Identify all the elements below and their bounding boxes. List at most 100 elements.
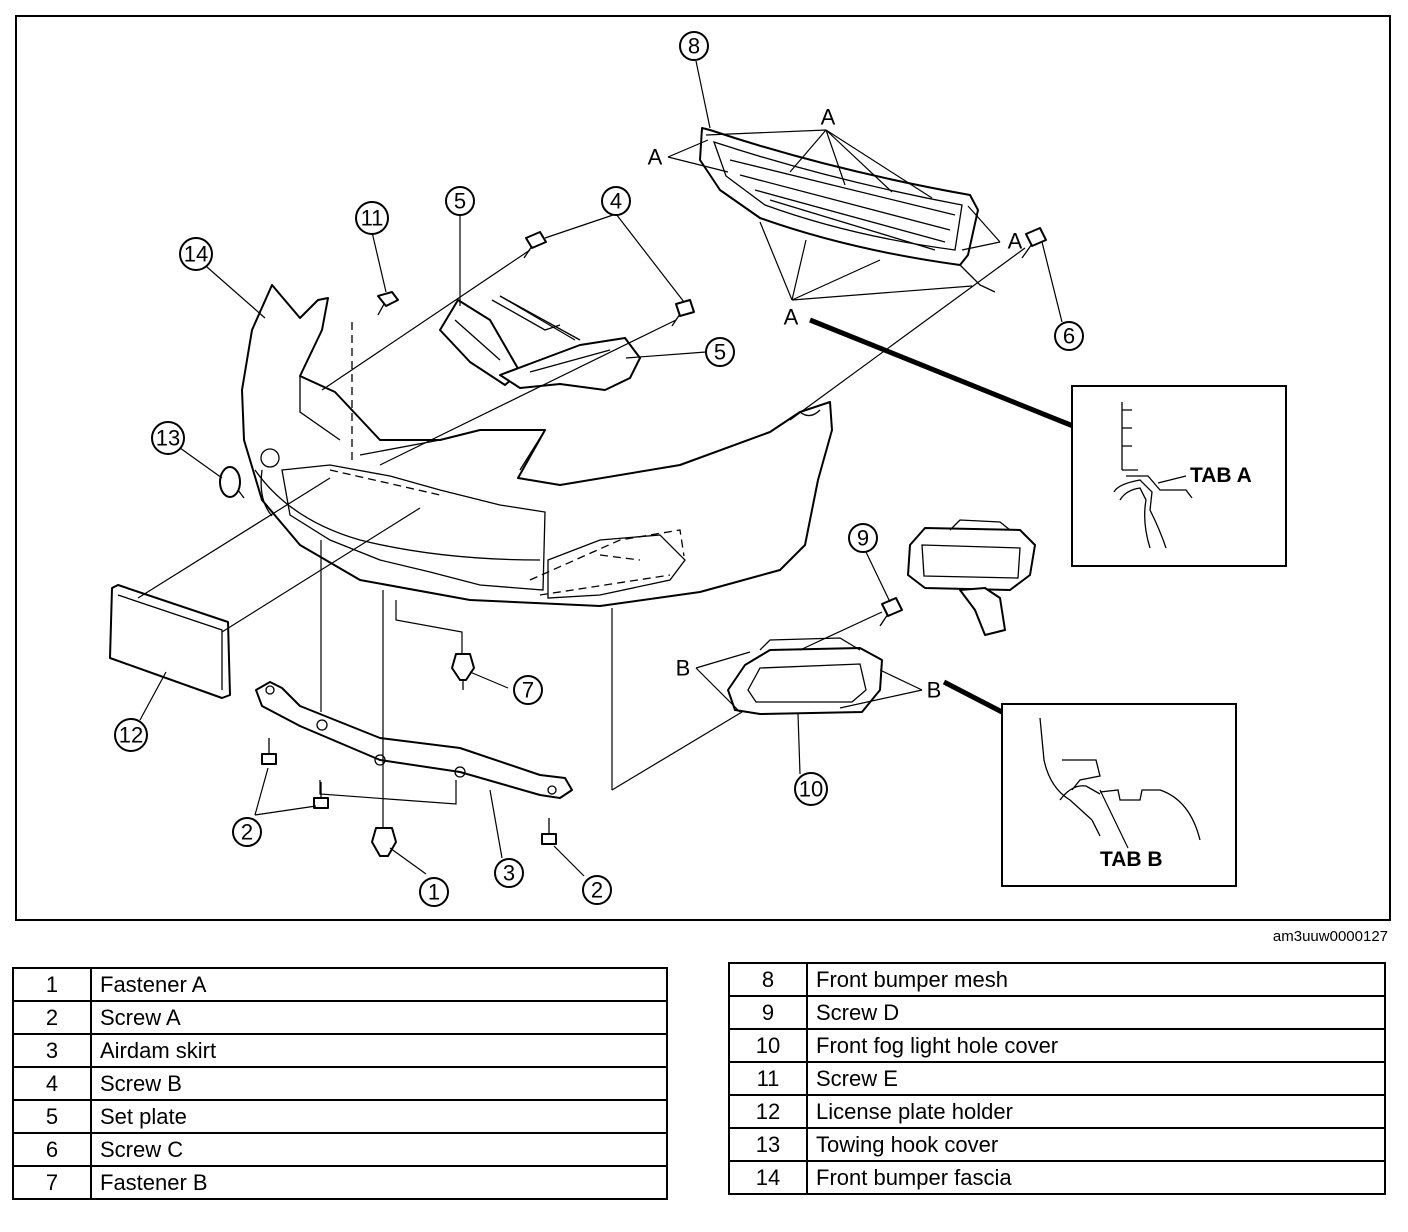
callout: 5 [705, 337, 735, 367]
letter-a-left: A [648, 145, 663, 170]
screw-b-right [671, 299, 695, 327]
callout: 4 [601, 186, 631, 216]
callout: 11 [355, 201, 389, 235]
front-bumper-mesh [699, 127, 996, 293]
part-name: Fastener A [90, 967, 668, 1002]
part-name: Front fog light hole cover [806, 1028, 1386, 1063]
part-name: Screw C [90, 1132, 668, 1167]
pointer-tab-a [809, 317, 1079, 431]
diagram-frame [15, 15, 1391, 921]
part-number: 8 [728, 962, 808, 997]
assembly-lines [137, 247, 1026, 828]
exploded-parts-diagram: TAB A TAB B A A A A B B 1 2 2 3 4 5 5 6 … [15, 15, 1391, 921]
callout: 10 [794, 772, 828, 806]
part-number: 12 [728, 1094, 808, 1129]
callout-number: 5 [714, 340, 726, 365]
callout-number: 9 [857, 526, 869, 551]
part-name: Screw A [90, 1000, 668, 1035]
towing-hook-cover [219, 466, 245, 499]
part-number: 11 [728, 1061, 808, 1096]
part-name: Towing hook cover [806, 1127, 1386, 1162]
letter-a-right: A [1008, 229, 1023, 254]
part-number: 13 [728, 1127, 808, 1162]
part-name: Fastener B [90, 1165, 668, 1200]
letter-b-left: B [676, 656, 691, 681]
part-number: 5 [12, 1099, 92, 1134]
detail-tab-a: TAB A [1071, 385, 1287, 567]
callout: 7 [513, 675, 543, 705]
fastener-b [451, 653, 475, 690]
front-fog-light-hole-cover [727, 637, 883, 715]
letter-b-right: B [927, 678, 942, 703]
airdam-skirt [255, 681, 573, 799]
callout: 8 [679, 31, 709, 61]
part-number: 2 [12, 1000, 92, 1035]
callout: 13 [151, 421, 185, 455]
callout: 9 [848, 523, 878, 553]
callout: 1 [419, 877, 449, 907]
screw-a-right [541, 818, 557, 845]
part-name: Set plate [90, 1099, 668, 1134]
callout: 14 [179, 237, 213, 271]
part-number: 7 [12, 1165, 92, 1200]
callout-number: 7 [522, 678, 534, 703]
front-bumper-fascia [241, 284, 833, 607]
license-plate-holder [109, 584, 231, 699]
callout: 5 [445, 186, 475, 216]
detail-tab-b: TAB B [1001, 703, 1237, 887]
part-name: Front bumper mesh [806, 962, 1386, 997]
callout: 6 [1054, 321, 1084, 351]
screw-d [879, 597, 903, 627]
part-name: Front bumper fascia [806, 1160, 1386, 1195]
pointer-tab-b [942, 679, 1004, 715]
part-number: 1 [12, 967, 92, 1002]
screw-a-left-1 [261, 738, 277, 765]
fog-light [907, 519, 1036, 636]
callout-number: 14 [184, 242, 208, 267]
letter-a-top: A [821, 105, 836, 130]
screw-b-upper [523, 231, 547, 259]
letter-leaders [667, 129, 1001, 713]
callout-number: 11 [361, 206, 384, 231]
callout: 3 [494, 858, 524, 888]
callout-number: 13 [156, 426, 180, 451]
callout-number: 4 [610, 189, 622, 214]
callout-number: 12 [119, 723, 143, 748]
letter-a-bottom: A [784, 305, 799, 330]
callout-number: 2 [591, 878, 603, 903]
part-number: 14 [728, 1160, 808, 1195]
set-plate [439, 295, 641, 391]
callout-number: 3 [503, 861, 515, 886]
screw-e [377, 291, 399, 316]
callout-number: 8 [688, 34, 700, 59]
screw-a-left-2 [313, 782, 329, 809]
fastener-a [371, 827, 397, 857]
part-number: 6 [12, 1132, 92, 1167]
part-number: 10 [728, 1028, 808, 1063]
callout: 2 [232, 817, 262, 847]
part-name: Airdam skirt [90, 1033, 668, 1068]
part-name: Screw E [806, 1061, 1386, 1096]
callout: 2 [582, 875, 612, 905]
part-name: License plate holder [806, 1094, 1386, 1129]
callout-number: 5 [454, 189, 466, 214]
figure-id: am3uuw0000127 [1272, 928, 1388, 945]
part-number: 9 [728, 995, 808, 1030]
callout-number: 2 [241, 820, 253, 845]
part-number: 3 [12, 1033, 92, 1068]
callout-number: 6 [1063, 324, 1075, 349]
